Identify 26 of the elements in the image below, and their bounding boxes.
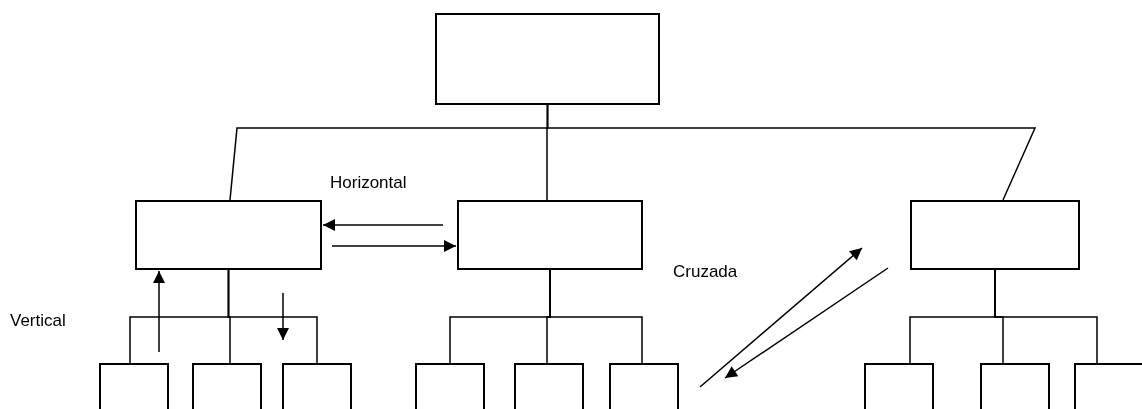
org-box — [99, 363, 169, 409]
org-box — [910, 200, 1080, 270]
arrow — [724, 267, 889, 379]
connector-line — [546, 104, 1037, 201]
connector-line — [549, 269, 643, 364]
arrow — [331, 240, 457, 252]
org-box — [192, 363, 262, 409]
org-box — [1074, 363, 1142, 409]
arrow — [699, 247, 863, 388]
arrow — [153, 270, 165, 353]
arrow — [322, 219, 444, 231]
arrow — [277, 292, 289, 341]
arrow-label: Cruzada — [673, 261, 738, 283]
connector-line — [227, 269, 318, 364]
org-box — [135, 200, 322, 270]
connector-line — [994, 269, 1098, 364]
org-box — [457, 200, 643, 270]
org-box — [282, 363, 352, 409]
org-box — [435, 13, 660, 105]
org-box — [864, 363, 934, 409]
org-box — [514, 363, 584, 409]
org-box — [980, 363, 1050, 409]
org-box — [415, 363, 485, 409]
arrow-label: Horizontal — [330, 172, 407, 194]
arrow-label: Vertical — [10, 310, 66, 332]
org-box — [609, 363, 679, 409]
